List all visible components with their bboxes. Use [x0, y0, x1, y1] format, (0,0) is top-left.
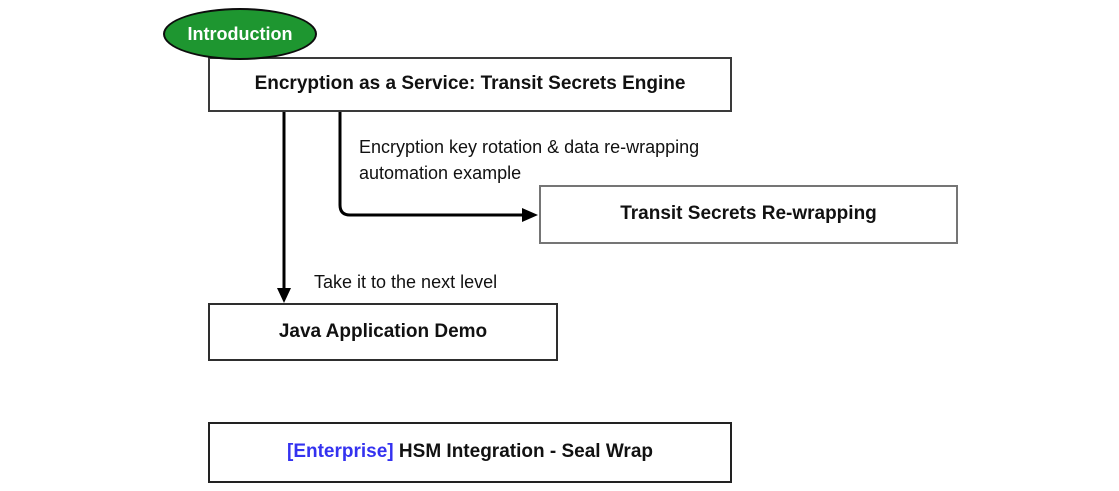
node-introduction-label: Introduction: [187, 23, 293, 44]
node-transit-secrets-engine-label: Encryption as a Service: Transit Secrets…: [254, 73, 686, 95]
node-java-application-demo-label: Java Application Demo: [278, 320, 488, 342]
arrow-to-java-head: [277, 288, 291, 303]
enterprise-badge-text: [Enterprise]: [287, 441, 394, 463]
arrow-to-rewrapping-head: [522, 208, 538, 222]
hsm-seal-wrap-text: HSM Integration - Seal Wrap: [393, 441, 653, 463]
node-transit-secrets-engine: Encryption as a Service: Transit Secrets…: [208, 57, 732, 112]
node-transit-rewrapping: Transit Secrets Re-wrapping: [539, 185, 958, 244]
edge-label-next-level: Take it to the next level: [314, 272, 498, 292]
node-hsm-seal-wrap: [Enterprise] HSM Integration - Seal Wrap: [208, 422, 732, 483]
node-java-application-demo: Java Application Demo: [208, 303, 558, 361]
node-transit-rewrapping-label: Transit Secrets Re-wrapping: [620, 203, 877, 225]
node-hsm-seal-wrap-label: [Enterprise] HSM Integration - Seal Wrap: [287, 441, 653, 464]
node-introduction: Introduction: [163, 8, 317, 60]
edge-label-rewrapping: Encryption key rotation & data re-wrappi…: [359, 137, 700, 183]
